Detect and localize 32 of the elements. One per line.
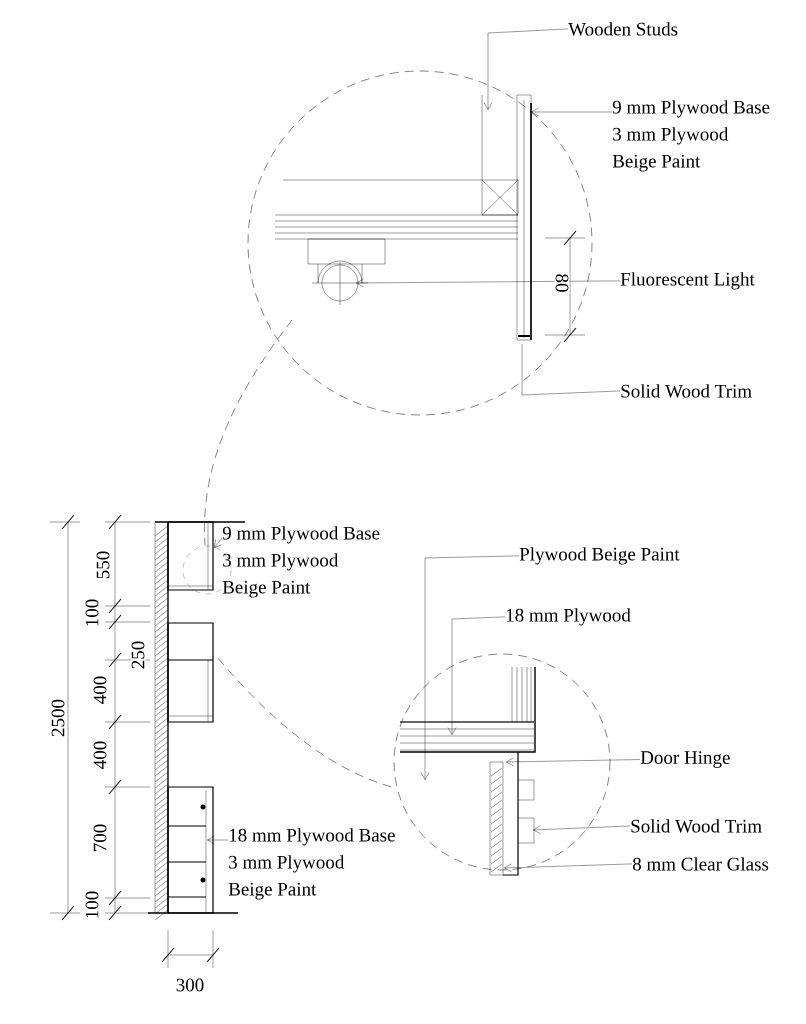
dimension-label: 300 (174, 977, 206, 993)
leader-line (531, 107, 613, 117)
leader-line (447, 616, 506, 735)
leader-line (504, 863, 633, 872)
callout-text: Door Hinge (640, 751, 730, 768)
callout-text: 9 mm Plywood Base 3 mm Plywood Beige Paint (612, 100, 770, 172)
callout-text: 8 mm Clear Glass (632, 857, 769, 871)
leader-line (207, 835, 229, 845)
dimension-label: 250 (130, 639, 146, 671)
dimension-label: 100 (84, 597, 100, 629)
callout-text: Solid Wood Trim (621, 384, 752, 398)
dimension-label: 700 (92, 822, 108, 854)
leader-line (356, 278, 621, 288)
callout-text: Solid Wood Trim (631, 819, 762, 833)
leader-line (521, 343, 621, 396)
callout-text: 18 mm Plywood Base 3 mm Plywood Beige Paint (228, 828, 395, 900)
dimension-label: 80 (554, 272, 570, 294)
leader-line (214, 537, 223, 548)
dimension-label: 550 (95, 549, 111, 581)
dimension-label: 400 (92, 739, 108, 771)
dimension-label: 100 (84, 889, 100, 921)
callout-text: 9 mm Plywood Base 3 mm Plywood Beige Paint (222, 526, 380, 598)
leader-line (533, 825, 631, 834)
leader-line (483, 28, 569, 110)
dimension-label: 400 (92, 674, 108, 706)
leader-line (420, 555, 520, 780)
callout-text: Wooden Studs (568, 22, 678, 36)
leader-line (506, 757, 641, 767)
callout-text: 18 mm Plywood (506, 608, 631, 626)
dimension-label: 2500 (50, 698, 66, 738)
callout-text: Fluorescent Light (620, 272, 755, 290)
callout-text: Plywood Beige Paint (519, 547, 680, 565)
